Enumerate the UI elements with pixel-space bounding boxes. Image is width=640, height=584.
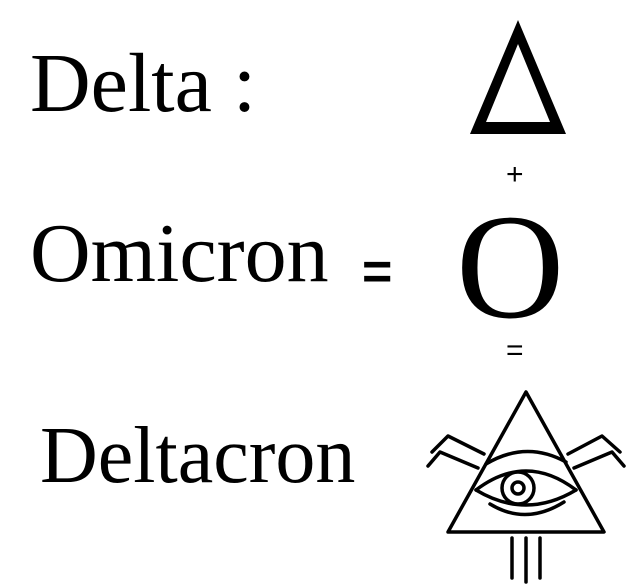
equals-operator: = bbox=[506, 334, 524, 367]
delta-triangle-icon bbox=[470, 20, 566, 134]
deltacron-label: Deltacron bbox=[40, 412, 356, 500]
omicron-label: Omicron bbox=[30, 207, 329, 300]
delta-label: Delta : bbox=[30, 37, 257, 130]
all-seeing-eye-triangle-icon bbox=[426, 390, 626, 584]
omicron-symbol: O bbox=[456, 184, 565, 350]
equals-operator-bold: = bbox=[362, 243, 393, 301]
plus-operator: + bbox=[506, 158, 524, 191]
